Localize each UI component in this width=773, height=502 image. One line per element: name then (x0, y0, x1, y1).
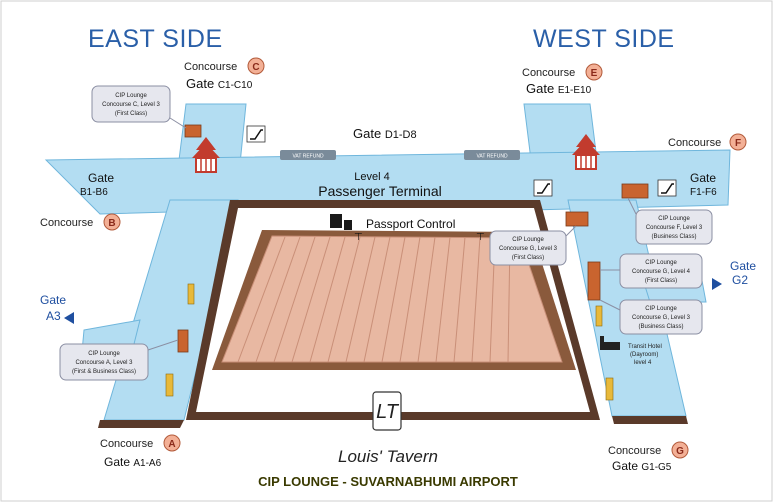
svg-text:E: E (591, 68, 598, 79)
callout-lounge-f: CIP Lounge Concourse F, Level 3 (Busines… (627, 197, 713, 245)
svg-text:Transit Hotel: Transit Hotel (628, 344, 662, 350)
concourse-e-badge (585, 63, 603, 81)
passport-control: Passport Control ⊤ ⊤ (330, 214, 485, 243)
gate-a3-word: Gate (40, 293, 66, 307)
svg-text:C: C (252, 62, 259, 73)
gate-f-range: F1-F6 (690, 187, 717, 198)
concourse-a-badge (163, 434, 181, 452)
svg-text:(Business Class): (Business Class) (638, 324, 683, 330)
concourse-g-badge (671, 441, 689, 459)
east-side-title: EAST SIDE (88, 25, 223, 53)
brand-name: Louis' Tavern (338, 447, 438, 466)
svg-text:Concourse G, Level 3: Concourse G, Level 3 (632, 315, 691, 321)
callout-lounge-g3-first: CIP Lounge Concourse G, Level 3 (First C… (489, 225, 577, 266)
terminal-name: Passenger Terminal (318, 183, 441, 199)
logo-monogram: LT (376, 401, 400, 423)
passport-control-label: Passport Control (366, 217, 455, 231)
gate-g-label: Gate G1-G5 (612, 459, 672, 473)
amenity-markers (165, 283, 614, 401)
lounge-marker-g4 (587, 261, 601, 301)
vat-refund-label-west: VAT REFUND (476, 154, 508, 160)
roof-ribs (237, 236, 511, 363)
gate-a-label: Gate A1-A6 (104, 455, 162, 469)
transit-hotel-label: Transit Hotel (Dayroom) level 4 (628, 344, 662, 366)
callout-lounge-a: CIP Lounge Concourse A, Level 3 (First &… (59, 339, 179, 381)
gate-d-label: Gate D1-D8 (353, 126, 417, 141)
svg-text:CIP Lounge: CIP Lounge (645, 306, 677, 312)
logo-frame (372, 391, 402, 431)
escalator-icon (246, 125, 266, 143)
svg-text:F: F (735, 138, 741, 149)
svg-text:Concourse G, Level 4: Concourse G, Level 4 (632, 269, 691, 275)
concourse-a-label: Concourse (100, 438, 153, 450)
gate-g2-range: G2 (732, 273, 748, 287)
gate-g2-arrow-icon (712, 278, 722, 290)
svg-text:CIP Lounge: CIP Lounge (658, 216, 690, 222)
vat-refund-sign-west (464, 150, 520, 160)
thai-pavilion-icon (572, 134, 600, 170)
platform-roof (221, 235, 563, 363)
level-label: Level 4 (354, 171, 389, 183)
toilet-icon: ⊤ (476, 232, 485, 243)
lounge-marker-c (184, 124, 202, 138)
vat-refund-label-east: VAT REFUND (292, 154, 324, 160)
concourse-c-badge (247, 57, 265, 75)
svg-text:CIP Lounge: CIP Lounge (115, 93, 147, 99)
bed-icon (600, 336, 620, 350)
louis-tavern-logo: LT Louis' Tavern (338, 391, 438, 466)
svg-text:CIP Lounge: CIP Lounge (645, 260, 677, 266)
svg-text:(First Class): (First Class) (645, 278, 677, 284)
escalators (246, 125, 677, 197)
concourse-e-label: Concourse (522, 67, 575, 79)
svg-text:B: B (108, 218, 115, 229)
escalator-icon (533, 179, 553, 197)
svg-text:level 4: level 4 (634, 360, 652, 366)
vat-refund-sign-east (280, 150, 336, 160)
vat-refund-signs: VAT REFUND VAT REFUND (280, 150, 520, 160)
callout-lounge-c: CIP Lounge Concourse C, Level 3 (First C… (91, 85, 187, 129)
svg-text:Concourse F, Level 3: Concourse F, Level 3 (646, 225, 703, 231)
svg-text:A: A (168, 439, 175, 450)
lounge-markers (177, 124, 649, 353)
pier-g-edge (612, 416, 688, 424)
concourse-f-badge (729, 133, 747, 151)
gate-a3-arrow-icon (64, 312, 74, 324)
svg-text:G: G (676, 446, 684, 457)
callout-lounge-g3-business: CIP Lounge Concourse G, Level 3 (Busines… (599, 299, 703, 335)
gate-e-label: Gate E1-E10 (526, 81, 592, 96)
pier-a-edge (98, 420, 184, 428)
passport-control-icon (330, 214, 342, 228)
svg-text:(Dayroom): (Dayroom) (630, 352, 658, 358)
concourse-c-label: Concourse (184, 61, 237, 73)
gate-g2-word: Gate (730, 259, 756, 273)
callout-lounge-g4: CIP Lounge Concourse G, Level 4 (First C… (600, 253, 703, 289)
svg-text:CIP Lounge: CIP Lounge (88, 351, 120, 357)
concourse-g-label: Concourse (608, 445, 661, 457)
concourse-b-label: Concourse (40, 217, 93, 229)
concourse-b-badge (103, 213, 121, 231)
lounge-marker-a (177, 329, 189, 353)
thai-pavilion-icon (192, 137, 220, 173)
svg-text:Concourse G, Level 3: Concourse G, Level 3 (499, 246, 558, 252)
gate-a3-range: A3 (46, 309, 61, 323)
svg-text:(First Class): (First Class) (115, 111, 147, 117)
lounge-marker-g3-first (565, 211, 589, 227)
gate-b-word: Gate (88, 171, 114, 185)
toilet-icon-east: ⊤ (354, 232, 363, 243)
svg-text:Concourse C, Level 3: Concourse C, Level 3 (102, 102, 160, 108)
svg-text:(First Class): (First Class) (512, 255, 544, 261)
svg-text:CIP Lounge: CIP Lounge (512, 237, 544, 243)
escalator-icon (657, 179, 677, 197)
gate-c-label: Gate C1-C10 (186, 76, 253, 91)
lounge-marker-f (621, 183, 649, 199)
gate-f-word: Gate (690, 171, 716, 185)
svg-text:(Business Class): (Business Class) (651, 234, 696, 240)
concourse-f-label: Concourse (668, 137, 721, 149)
gate-b-range: B1-B6 (80, 187, 108, 198)
footer-title: CIP LOUNGE - SUVARNABHUMI AIRPORT (258, 474, 518, 489)
svg-text:(First & Business Class): (First & Business Class) (72, 369, 136, 375)
west-side-title: WEST SIDE (533, 25, 675, 53)
svg-text:Concourse A, Level 3: Concourse A, Level 3 (75, 360, 133, 366)
